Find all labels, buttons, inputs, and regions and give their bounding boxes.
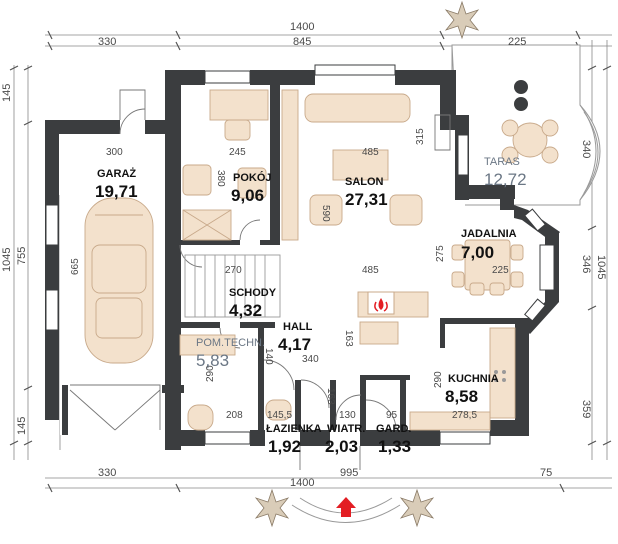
dim-top-terrace: 225: [508, 36, 526, 48]
dim-tech-290: 290: [205, 365, 216, 382]
dim-gard-95: 95: [386, 410, 398, 421]
room-pokoj-name: POKÓJ: [233, 171, 272, 184]
room-schody-area: 4,32: [229, 301, 262, 320]
dim-right-346: 346: [580, 255, 592, 273]
dim-garage-665: 665: [70, 258, 81, 275]
dim-top-mid: 845: [293, 36, 311, 48]
room-wiatr-name: WIATR.: [327, 423, 365, 435]
room-garaz-area: 19,71: [95, 182, 138, 201]
dim-dining-225: 225: [492, 265, 509, 276]
room-taras-area: 12,72: [484, 170, 527, 189]
room-garaz-name: GARAŻ: [97, 167, 136, 180]
dim-bottom-total: 1400: [290, 477, 314, 489]
stairs: [184, 254, 281, 318]
dim-top-left: 330: [98, 36, 116, 48]
dim-salon-315: 315: [415, 128, 426, 145]
dim-left-145-bottom: 145: [16, 417, 28, 435]
dim-garage-300: 300: [106, 147, 123, 158]
room-taras-name: TARAS: [484, 156, 520, 168]
stove-icon: [494, 370, 506, 382]
room-hall-area: 4,17: [278, 335, 311, 354]
dim-dining-275: 275: [435, 245, 446, 262]
room-jadalnia-area: 7,00: [461, 243, 494, 262]
room-pom-techn-name: POM.TECHN.: [196, 337, 265, 349]
room-kuchnia-area: 8,58: [445, 387, 478, 406]
dim-hall-340: 340: [302, 354, 319, 365]
room-hall-name: HALL: [283, 321, 313, 333]
room-gard-name: GARD.: [376, 423, 411, 435]
dim-wiatr-130: 130: [339, 410, 356, 421]
dim-bottom-left: 330: [98, 467, 116, 479]
room-pokoj-area: 9,06: [231, 186, 264, 205]
terrace-planters: [514, 80, 528, 111]
room-labels: GARAŻ 19,71 POKÓJ 9,06 SALON 27,31 TARAS…: [95, 156, 527, 456]
dim-right-1045: 1045: [595, 255, 607, 279]
fireplace-icon: [367, 291, 395, 315]
dim-bottom-right: 75: [540, 467, 552, 479]
dim-room-380: 380: [215, 170, 226, 187]
room-kuchnia-name: KUCHNIA: [448, 373, 499, 385]
dim-hall-140: 140: [263, 348, 274, 365]
dim-tech-208: 208: [226, 410, 243, 421]
dim-right-359: 359: [580, 400, 592, 418]
dim-right-340: 340: [580, 140, 592, 158]
dimension-labels: 1400 330 845 225 330 1400 995 75 145 104…: [1, 21, 607, 489]
room-jadalnia-name: JADALNIA: [461, 228, 517, 240]
dim-kitchen-2785: 278,5: [452, 410, 477, 421]
dim-salon-485-mid: 485: [362, 265, 379, 276]
room-pom-techn-area: 5,83: [196, 351, 229, 370]
dim-top-total: 1400: [290, 21, 314, 33]
windows: [45, 64, 555, 445]
dim-room-245: 245: [229, 147, 246, 158]
room-lazienka-area: 1,92: [268, 437, 301, 456]
car-icon: [84, 197, 154, 364]
dim-left-1045: 1045: [1, 248, 13, 272]
room-wiatr-area: 2,03: [325, 437, 358, 456]
dim-stairs-270: 270: [225, 265, 242, 276]
room-salon-area: 27,31: [345, 190, 388, 209]
dim-bath-1455: 145,5: [267, 410, 292, 421]
room-schody-name: SCHODY: [229, 287, 277, 299]
room-lazienka-name: ŁAZIENKA: [266, 423, 322, 435]
dim-salon-485-top: 485: [362, 147, 379, 158]
plant-icons: [254, 0, 480, 528]
room-gard-area: 1,33: [378, 437, 411, 456]
walls: [45, 70, 560, 450]
dim-left-145-top: 145: [1, 84, 13, 102]
dim-kitchen-290: 290: [433, 371, 444, 388]
entry-arrow-icon: [336, 497, 356, 517]
dim-salon-590: 590: [320, 205, 331, 222]
dim-wiatr-163: 163: [325, 388, 336, 405]
dim-hall-163: 163: [343, 330, 354, 347]
dim-left-755: 755: [16, 247, 28, 265]
dim-bottom-entry: 995: [340, 467, 358, 479]
room-salon-name: SALON: [345, 176, 384, 188]
